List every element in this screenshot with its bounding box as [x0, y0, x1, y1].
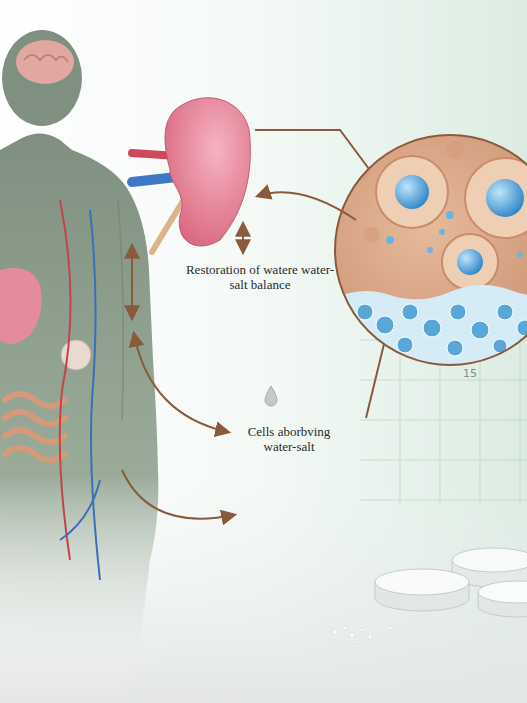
caption-label: Cells aborbving water-salt [234, 424, 344, 454]
arrow [131, 246, 133, 318]
leader-line [366, 344, 384, 418]
tablets [375, 548, 527, 617]
grid-number: 15 [455, 366, 485, 381]
magnified-cells [330, 130, 527, 380]
arrow [242, 224, 244, 252]
arrow [258, 192, 356, 220]
human-figure [0, 30, 158, 703]
arrow [122, 470, 234, 519]
leader-line [255, 130, 369, 169]
caption-label: Restoration of watere water-salt balance [180, 262, 340, 292]
powder [333, 626, 399, 645]
arrow [134, 334, 228, 432]
droplet-icon [265, 386, 277, 406]
kidney [132, 98, 250, 252]
